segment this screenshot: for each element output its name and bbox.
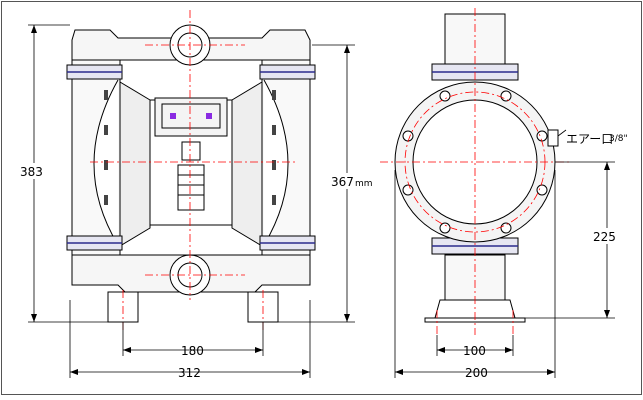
front-valve-marks [170, 113, 212, 119]
front-blue-bands [67, 71, 315, 244]
side-air-fitting [547, 129, 559, 147]
dimension-arrows [31, 25, 610, 375]
air-port-label: エアー口 [566, 132, 613, 146]
dim-front-foot-span: 180 [181, 344, 204, 358]
dim-front-inner-unit: mm [355, 179, 373, 189]
air-port-size: 3/8" [609, 134, 628, 144]
dim-front-height: 383 [20, 165, 43, 179]
front-air-valve-inner [161, 103, 221, 129]
front-air-inlet [181, 141, 201, 161]
dim-front-width: 312 [178, 366, 201, 380]
front-view [66, 24, 316, 323]
side-bottom-pipe [444, 254, 506, 301]
side-centerlines [380, 8, 570, 335]
front-cover-right [231, 81, 263, 247]
front-bolts [104, 90, 276, 205]
dim-side-width: 200 [465, 366, 488, 380]
dim-side-foot-span: 100 [463, 344, 486, 358]
dim-front-inner-height: 367 [331, 175, 354, 189]
side-bolts [402, 90, 548, 234]
front-muffler [177, 164, 205, 211]
dim-side-inlet-height: 225 [593, 230, 616, 244]
front-cover-left [119, 81, 151, 247]
side-view [394, 13, 559, 323]
